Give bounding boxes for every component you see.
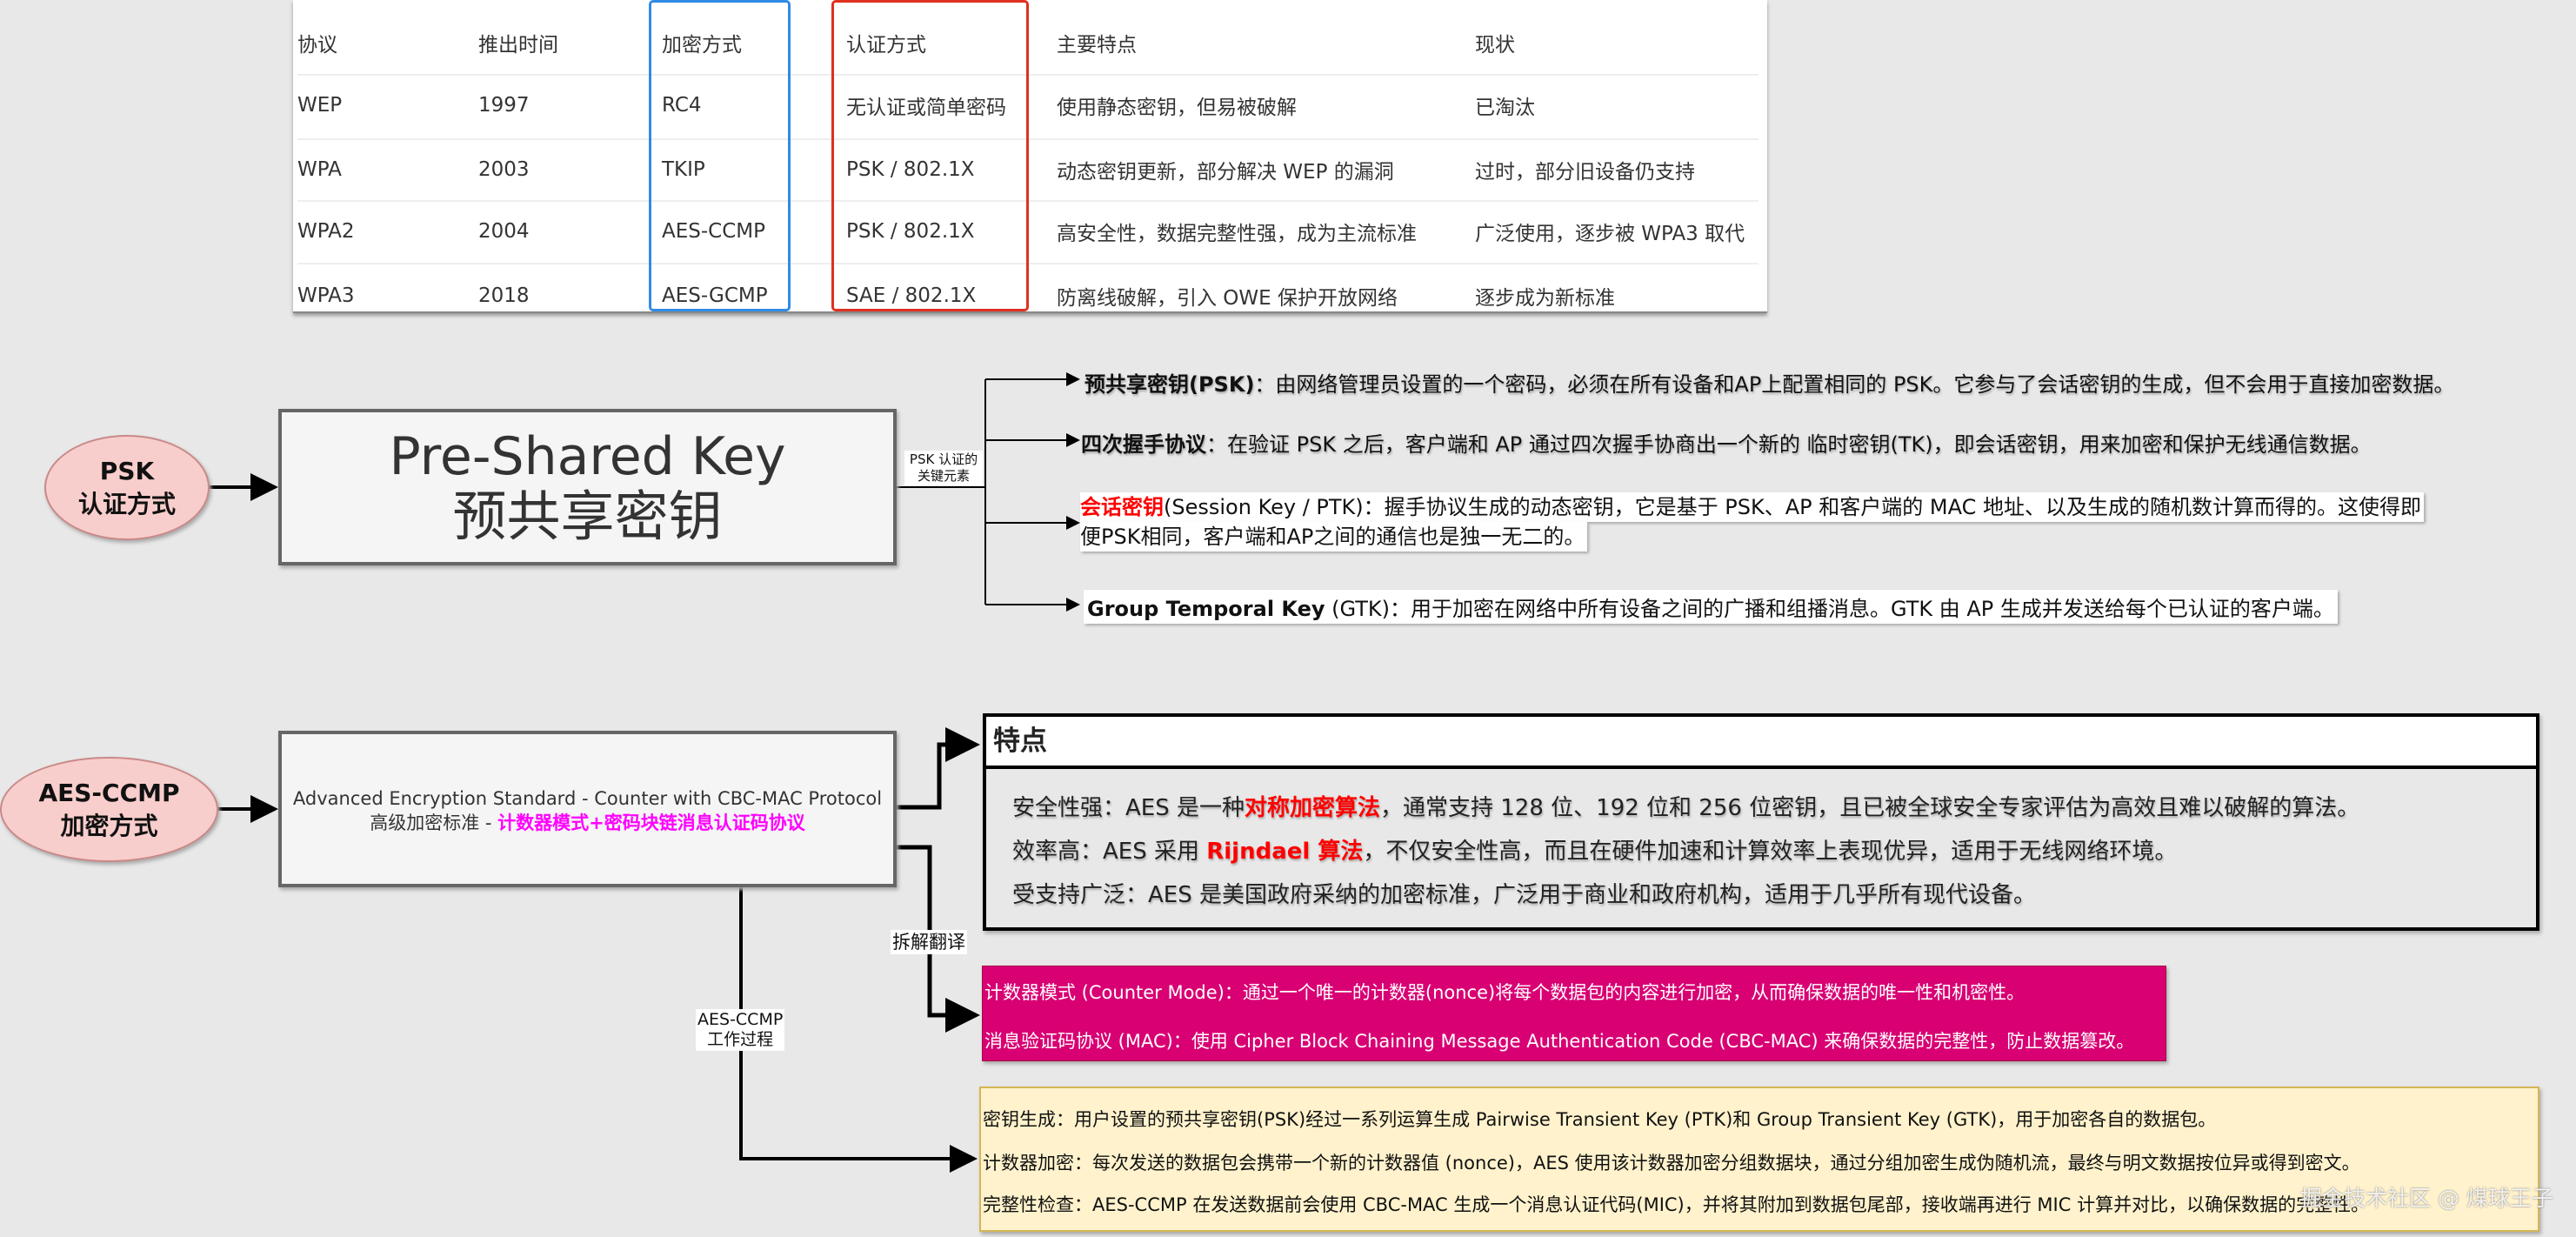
psk-title-en: Pre-Shared Key bbox=[389, 426, 786, 487]
translate-line: 消息验证码协议 (MAC)：使用 Cipher Block Chaining M… bbox=[984, 1031, 2135, 1052]
psk-item: 会话密钥(Session Key / PTK)：握手协议生成的动态密钥，它是基于… bbox=[1080, 492, 2424, 552]
table-cell: 无认证或简单密码 bbox=[846, 97, 1006, 119]
table-cell: 高安全性，数据完整性强，成为主流标准 bbox=[1057, 223, 1417, 245]
table-cell: 过时，部分旧设备仍支持 bbox=[1475, 161, 1695, 184]
table-cell: PSK / 802.1X bbox=[846, 220, 975, 243]
encryption-column-highlight bbox=[649, 0, 791, 311]
psk-box: Pre-Shared Key 预共享密钥 bbox=[278, 409, 897, 565]
features-box: 特点 安全性强：AES 是一种对称加密算法，通常支持 128 位、192 位和 … bbox=[983, 713, 2539, 931]
table-cell: 使用静态密钥，但易被破解 bbox=[1057, 97, 1297, 119]
table-cell: 2004 bbox=[478, 220, 530, 243]
table-cell: AES-CCMP bbox=[662, 220, 765, 243]
feature-line: 安全性强：AES 是一种对称加密算法，通常支持 128 位、192 位和 256… bbox=[1012, 795, 2360, 821]
watermark: 掘金技术社区 @ 煤球王子 bbox=[2300, 1186, 2553, 1211]
table-cell: 广泛使用，逐步被 WPA3 取代 bbox=[1475, 223, 1745, 245]
table-header: 加密方式 bbox=[662, 34, 742, 57]
table-cell: WEP bbox=[297, 94, 343, 117]
translate-box: 计数器模式 (Counter Mode)：通过一个唯一的计数器(nonce)将每… bbox=[982, 966, 2166, 1061]
translate-line: 计数器模式 (Counter Mode)：通过一个唯一的计数器(nonce)将每… bbox=[984, 982, 2025, 1003]
process-label: AES-CCMP 工作过程 bbox=[696, 1009, 785, 1051]
psk-title-zh: 预共享密钥 bbox=[452, 485, 723, 548]
table-cell: PSK / 802.1X bbox=[846, 158, 975, 181]
translate-label: 拆解翻译 bbox=[891, 930, 967, 954]
aes-zh-name: 高级加密标准 - 计数器模式+密码块链消息认证码协议 bbox=[370, 812, 805, 833]
table-cell: WPA3 bbox=[297, 284, 355, 307]
process-box: 密钥生成：用户设置的预共享密钥(PSK)经过一系列运算生成 Pairwise T… bbox=[979, 1087, 2539, 1232]
table-header: 推出时间 bbox=[478, 34, 558, 57]
process-line: 计数器加密：每次发送的数据包会携带一个新的计数器值 (nonce)，AES 使用… bbox=[983, 1153, 2360, 1173]
table-header: 现状 bbox=[1475, 34, 1515, 57]
table-cell: RC4 bbox=[662, 94, 702, 117]
circle-label: 加密方式 bbox=[60, 811, 158, 840]
psk-item: 四次握手协议：在验证 PSK 之后，客户端和 AP 通过四次握手协商出一个新的 … bbox=[1081, 432, 2372, 457]
table-cell: AES-GCMP bbox=[662, 284, 768, 307]
table-cell: 动态密钥更新，部分解决 WEP 的漏洞 bbox=[1057, 161, 1394, 184]
table-cell: 1997 bbox=[478, 94, 530, 117]
aes-ccmp-circle: AES-CCMP 加密方式 bbox=[0, 757, 218, 862]
circle-label: AES-CCMP bbox=[38, 778, 180, 807]
table-cell: 逐步成为新标准 bbox=[1475, 287, 1615, 310]
table-cell: 2018 bbox=[478, 284, 530, 307]
table-header: 协议 bbox=[297, 34, 337, 57]
table-cell: 2003 bbox=[478, 158, 530, 181]
process-line: 完整性检查：AES-CCMP 在发送数据前会使用 CBC-MAC 生成一个消息认… bbox=[983, 1194, 2370, 1215]
aes-full-name: Advanced Encryption Standard - Counter w… bbox=[292, 788, 883, 809]
circle-label: PSK bbox=[99, 456, 155, 485]
psk-item: 预共享密钥(PSK)：由网络管理员设置的一个密码，必须在所有设备和AP上配置相同… bbox=[1084, 372, 2455, 397]
feature-line: 效率高：AES 采用 Rijndael 算法，不仅安全性高，而且在硬件加速和计算… bbox=[1012, 839, 2178, 865]
auth-column-highlight bbox=[831, 0, 1029, 311]
table-header: 认证方式 bbox=[846, 34, 926, 57]
table-cell: 已淘汰 bbox=[1475, 97, 1535, 119]
features-title: 特点 bbox=[986, 717, 2536, 769]
process-line: 密钥生成：用户设置的预共享密钥(PSK)经过一系列运算生成 Pairwise T… bbox=[983, 1109, 2217, 1130]
aes-box: Advanced Encryption Standard - Counter w… bbox=[278, 731, 897, 887]
feature-line: 受支持广泛：AES 是美国政府采纳的加密标准，广泛用于商业和政府机构，适用于几乎… bbox=[1012, 882, 2036, 908]
psk-edge-label: PSK 认证的 关键元素 bbox=[904, 451, 983, 485]
table-cell: WPA2 bbox=[297, 220, 355, 243]
circle-label: 认证方式 bbox=[77, 489, 176, 518]
table-cell: 防离线破解，引入 OWE 保护开放网络 bbox=[1057, 287, 1398, 310]
table-cell: SAE / 802.1X bbox=[846, 284, 977, 307]
psk-auth-circle: PSK 认证方式 bbox=[44, 435, 210, 540]
table-cell: WPA bbox=[297, 158, 342, 181]
wifi-protocol-table: 协议 推出时间 加密方式 认证方式 主要特点 现状 WEP 1997 RC4 无认证或简单密码 使用… bbox=[293, 0, 1767, 313]
psk-item: Group Temporal Key (GTK)：用于加密在网络中所有设备之间的… bbox=[1084, 590, 2338, 624]
table-header: 主要特点 bbox=[1057, 34, 1137, 57]
table-cell: TKIP bbox=[662, 158, 705, 181]
